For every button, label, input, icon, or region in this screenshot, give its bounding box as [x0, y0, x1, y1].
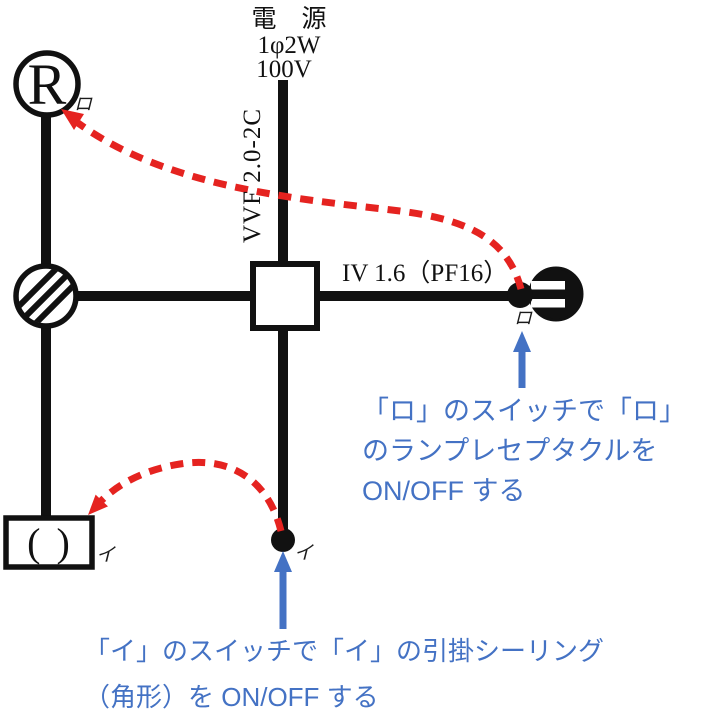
red-link-i: [88, 458, 285, 532]
annotation-ro-line1: 「ロ」のスイッチで「ロ」: [362, 396, 686, 426]
ceiling-rose-symbol: [3, 515, 95, 570]
blue-arrow-i: [274, 551, 292, 629]
label-ro-at-switch: ロ: [514, 308, 533, 328]
blue-arrow-ro: [513, 331, 531, 388]
red-arrowhead-i: [88, 494, 108, 515]
annotation-i-line2: （角形）を ON/OFF する: [84, 682, 379, 712]
power-label-line2: 1φ2W: [257, 32, 320, 59]
annotation-ro-line3: ON/OFF する: [362, 476, 526, 506]
label-i-at-switch: イ: [294, 543, 314, 564]
ceiling-rose-parens: ( ): [27, 520, 73, 565]
lamp-receptacle-letter: R: [28, 52, 67, 117]
outlet-gap-top: [531, 281, 565, 290]
switch-i-symbol: [271, 528, 295, 552]
wire-group: [41, 80, 514, 534]
annotation-i: 「イ」のスイッチで「イ」の引掛シーリング （角形）を ON/OFF する: [84, 628, 604, 716]
lamp-receptacle-symbol: [13, 50, 81, 118]
annotation-ro-line2: のランプレセプタクルを: [362, 436, 658, 466]
annotation-i-line1: 「イ」のスイッチで「イ」の引掛シーリング: [84, 636, 605, 666]
vvf-cable-label: VVF 2.0-2C: [239, 108, 266, 243]
outlet-circle: [528, 266, 584, 322]
red-dashed-curve-i: [98, 458, 285, 532]
blue-arrowhead-ro: [513, 331, 531, 352]
red-link-ro: [61, 109, 525, 290]
label-i-at-ceiling: イ: [96, 545, 116, 566]
red-arrowhead-ro: [61, 109, 84, 130]
vvf-jointbox-symbol: [13, 263, 79, 329]
power-label-line1: 電 源: [251, 5, 326, 33]
iv-cable-label: IV 1.6（PF16）: [342, 259, 508, 287]
annotation-ro: 「ロ」のスイッチで「ロ」 のランプレセプタクルを ON/OFF する: [362, 391, 686, 511]
wall-outlet-symbol: [528, 266, 584, 322]
power-label-line3: 100V: [256, 56, 312, 83]
outlet-box-symbol: [250, 261, 320, 331]
red-dashed-curve-ro: [75, 120, 525, 290]
switch-ro-symbol: [507, 282, 533, 308]
blue-arrowhead-i: [274, 551, 292, 572]
label-ro-at-receptacle: ロ: [74, 94, 93, 114]
outlet-gap-bottom: [531, 299, 565, 308]
